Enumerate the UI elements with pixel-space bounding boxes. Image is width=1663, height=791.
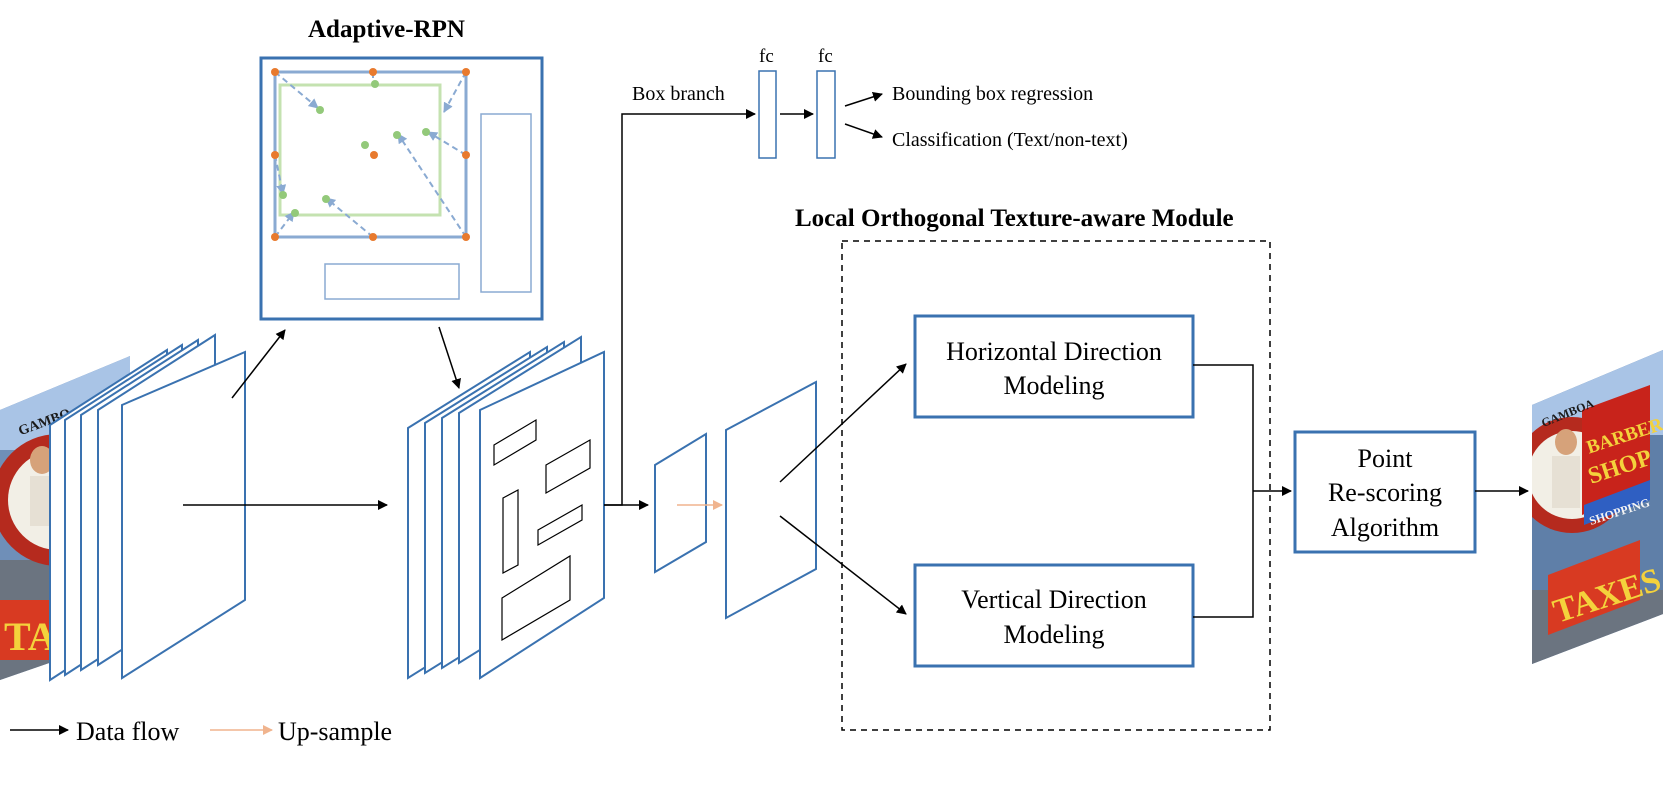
rescoring-label-3: Algorithm — [1331, 513, 1439, 542]
legend: Data flow Up-sample — [10, 717, 392, 746]
adaptive-rpn-box — [259, 56, 544, 321]
rpn-to-features-arrow — [438, 326, 461, 389]
roi-feature-small — [654, 432, 707, 574]
person-icon — [1555, 429, 1577, 455]
bbox-regression-label: Bounding box regression — [892, 83, 1093, 105]
regression-arrow — [844, 92, 883, 107]
horizontal-modeling-box — [913, 314, 1195, 419]
roi-feature-large — [725, 380, 817, 620]
proposal-boxes — [493, 418, 591, 642]
person-icon — [30, 446, 54, 474]
proposal-feature-stack — [407, 335, 605, 680]
backbone-feature-stack — [49, 333, 246, 682]
anchor-points — [271, 68, 470, 241]
to-vertical-arrow — [779, 515, 907, 615]
legend-data-flow-label: Data flow — [76, 717, 179, 746]
legend-upsample-label: Up-sample — [278, 717, 392, 746]
rescoring-box — [1293, 430, 1477, 554]
merge-line — [1193, 364, 1254, 618]
backbone-to-rpn-arrow — [231, 329, 286, 399]
adapted-points — [279, 80, 430, 217]
fc-label-1: fc — [759, 46, 774, 67]
rescoring-label-2: Re-scoring — [1328, 478, 1442, 507]
fc-layer-1 — [758, 70, 777, 159]
classification-label: Classification (Text/non-text) — [892, 129, 1128, 151]
fc-label-2: fc — [818, 46, 833, 67]
horizontal-label-1: Horizontal Direction — [946, 337, 1162, 366]
adaptive-rpn-title: Adaptive-RPN — [308, 16, 465, 43]
rescoring-label-1: Point — [1358, 444, 1414, 473]
vertical-modeling-box — [913, 563, 1195, 668]
to-horizontal-arrow — [779, 363, 907, 483]
box-branch-label: Box branch — [632, 83, 725, 105]
vertical-label-1: Vertical Direction — [961, 585, 1147, 614]
fc-layer-2 — [816, 70, 836, 159]
lotm-dashed-box — [841, 240, 1271, 731]
vertical-label-2: Modeling — [1003, 620, 1104, 649]
lotm-title: Local Orthogonal Texture-aware Module — [795, 205, 1234, 232]
classification-arrow — [844, 123, 883, 139]
horizontal-label-2: Modeling — [1003, 371, 1104, 400]
output-image: BARBER SHOP SHOPPING TAXES GAMBOA — [1532, 350, 1663, 664]
